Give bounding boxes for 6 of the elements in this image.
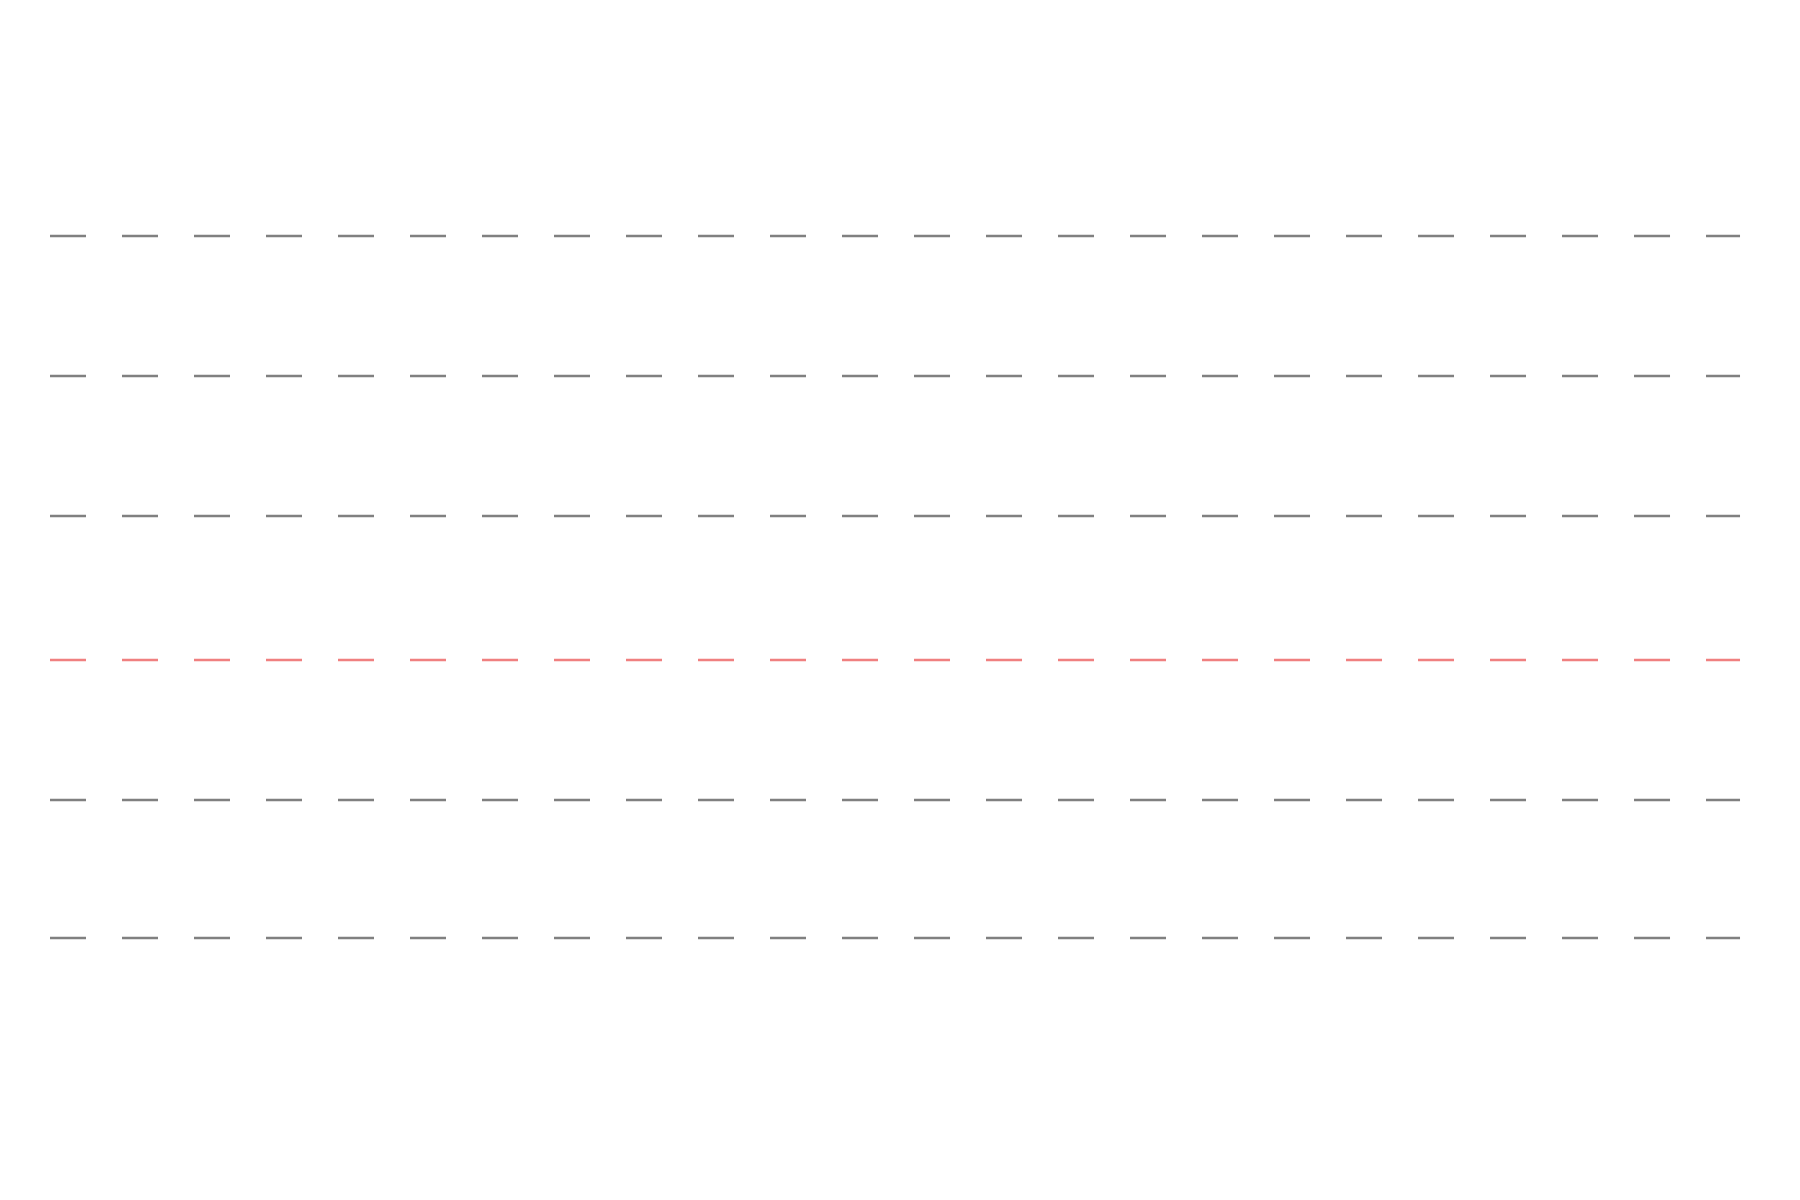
dashed-line	[50, 234, 1740, 238]
dashed-line	[50, 514, 1740, 518]
dashed-line	[50, 936, 1740, 940]
dashed-line	[50, 658, 1740, 662]
dashed-line	[50, 798, 1740, 802]
dashed-line	[50, 374, 1740, 378]
